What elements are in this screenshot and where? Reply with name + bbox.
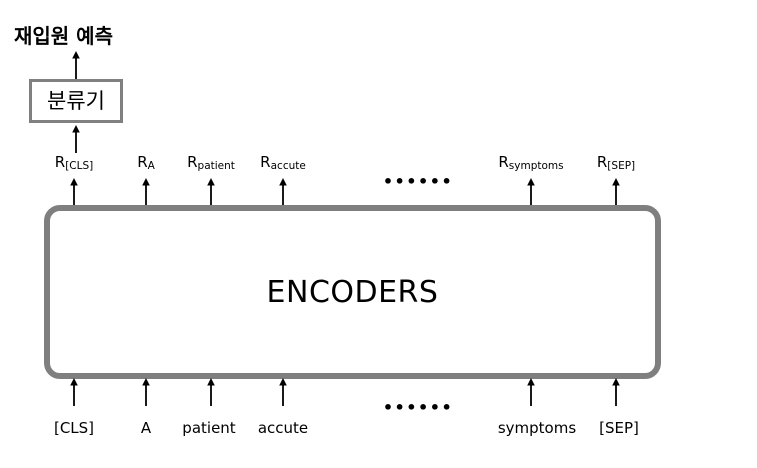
arrow-encoder-to-sep bbox=[609, 178, 623, 206]
representation-subscript: A bbox=[147, 160, 155, 172]
arrow-sep-to-encoder bbox=[609, 378, 623, 406]
representation-subscript: [CLS] bbox=[65, 160, 94, 172]
encoders-box: ENCODERS bbox=[44, 205, 661, 379]
arrow-accute-to-encoder bbox=[276, 378, 290, 406]
representation-base: R bbox=[260, 153, 271, 171]
representation-base: R bbox=[54, 153, 66, 171]
arrow-a-to-encoder bbox=[139, 378, 153, 406]
representation-subscript: symptoms bbox=[508, 160, 564, 172]
arrow-encoder-to-symptoms bbox=[524, 178, 538, 206]
token-label-patient: patient bbox=[182, 419, 236, 437]
representation-label-sep: R[SEP] bbox=[596, 153, 636, 172]
arrow-patient-to-encoder bbox=[204, 378, 218, 406]
arrow-encoder-to-accute bbox=[276, 178, 290, 206]
representation-label-cls: R[CLS] bbox=[54, 153, 94, 172]
arrow-cls-to-encoder bbox=[67, 378, 81, 406]
arrow-rcls-to-classifier bbox=[69, 125, 83, 153]
arrow-encoder-to-cls bbox=[67, 178, 81, 206]
arrow-classifier-to-output bbox=[69, 51, 83, 79]
ellipsis-bottom: •••••• bbox=[382, 398, 454, 417]
arrow-encoder-to-patient bbox=[204, 178, 218, 206]
representation-label-accute: Raccute bbox=[260, 153, 306, 172]
token-label-accute: accute bbox=[257, 419, 309, 437]
representation-base: R bbox=[498, 153, 509, 171]
token-label-symptoms: symptoms bbox=[497, 419, 577, 437]
classifier-box: 분류기 bbox=[29, 79, 123, 123]
representation-label-patient: Rpatient bbox=[187, 153, 235, 172]
arrow-encoder-to-a bbox=[139, 178, 153, 206]
classifier-label: 분류기 bbox=[47, 88, 105, 113]
representation-base: R bbox=[187, 153, 198, 171]
encoders-label: ENCODERS bbox=[266, 274, 439, 310]
representation-subscript: accute bbox=[270, 160, 306, 172]
ellipsis-top: •••••• bbox=[382, 172, 454, 191]
token-label-a: A bbox=[140, 419, 152, 437]
page-title: 재입원 예측 bbox=[14, 24, 113, 48]
arrow-symptoms-to-encoder bbox=[524, 378, 538, 406]
token-label-cls: [CLS] bbox=[53, 419, 95, 437]
token-label-sep: [SEP] bbox=[599, 419, 639, 437]
representation-base: R bbox=[596, 153, 608, 171]
representation-label-symptoms: Rsymptoms bbox=[498, 153, 564, 172]
representation-label-a: RA bbox=[137, 153, 155, 172]
representation-subscript: patient bbox=[197, 160, 235, 172]
representation-subscript: [SEP] bbox=[607, 160, 636, 172]
representation-base: R bbox=[137, 153, 148, 171]
